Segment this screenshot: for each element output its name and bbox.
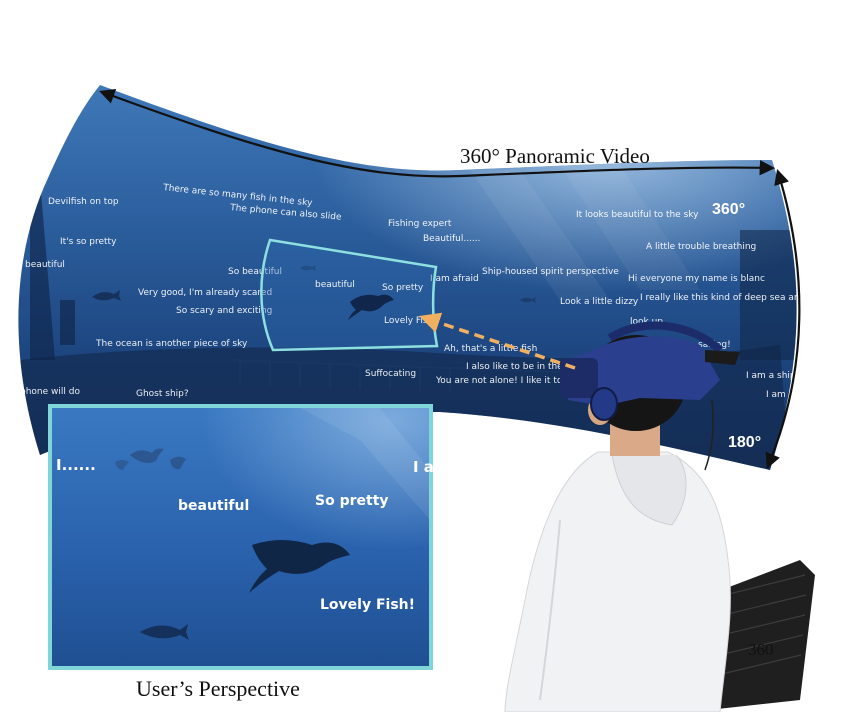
fish-icon [520,297,536,303]
comment: so beautiful [12,260,65,270]
comment: Very good, I'm already scared [138,288,272,298]
degree-label-top: 360° [712,201,745,218]
viewport-comment: Lovely Fish! [384,316,437,326]
vr-user [504,321,815,712]
comment: Suffocating [365,369,416,379]
comment: You are not alone! I like it too! [435,376,571,386]
fish-icon [92,290,121,301]
comment: Ship-housed spirit perspective [482,267,619,277]
hoodie [504,451,731,712]
gaze-arrow [419,312,576,370]
perspective-inset: I...... beautiful So pretty Lovely Fish!… [48,404,434,670]
viewport-comment: So pretty [382,283,424,293]
comment: Ghost ship? [136,389,189,399]
comment: I am afraid [430,274,479,284]
comment: Ah, that's a little fish [444,344,537,354]
inset-caption: User’s Perspective [136,676,300,701]
comment: Beautiful...... [423,234,481,244]
comment: I am Aquaman [766,390,832,400]
ray-icon [130,448,164,463]
viewport-comment: beautiful [315,280,355,290]
comment: So scary and exciting [176,306,272,316]
comment: I also like to be in the sea [466,362,581,372]
comment: It's so pretty [60,237,117,247]
comment: phone will do [20,387,80,397]
ray-icon [170,456,186,470]
vertical-180-arrow [765,169,801,469]
inset-comment: beautiful [178,498,249,514]
manta-ray-icon [249,540,350,593]
degree-label-bottom: 360 [748,640,774,659]
comment: So beautiful [228,267,282,277]
fish-icon [140,624,189,640]
fish-icon [300,265,316,271]
inset-comment: I a [413,458,434,476]
inset-comment: So pretty [315,493,389,509]
viewport-frame: beautiful So pretty Lovely Fish! [260,238,439,352]
horizontal-360-arrow [99,89,776,178]
degree-label-side: 180° [728,434,761,451]
comment: It looks beautiful to the sky [576,210,699,220]
manta-ray-icon [348,294,394,320]
comment: The ocean is another piece of sky [95,339,248,349]
inset-comment: Lovely Fish! [320,597,415,613]
inset-comment: I...... [56,456,96,474]
panorama-title: 360° Panoramic Video [460,144,650,168]
comment: Devilfish on top [48,197,119,207]
comment: Look a little dizzy [560,297,639,307]
arrows [99,89,801,469]
comment: Fishing expert [388,219,452,229]
comment: I really like this kind of deep sea and … [640,293,836,303]
ray-icon [115,460,129,470]
comment: Hi everyone my name is blanc [628,274,765,284]
comment: A little trouble breathing [646,242,756,252]
